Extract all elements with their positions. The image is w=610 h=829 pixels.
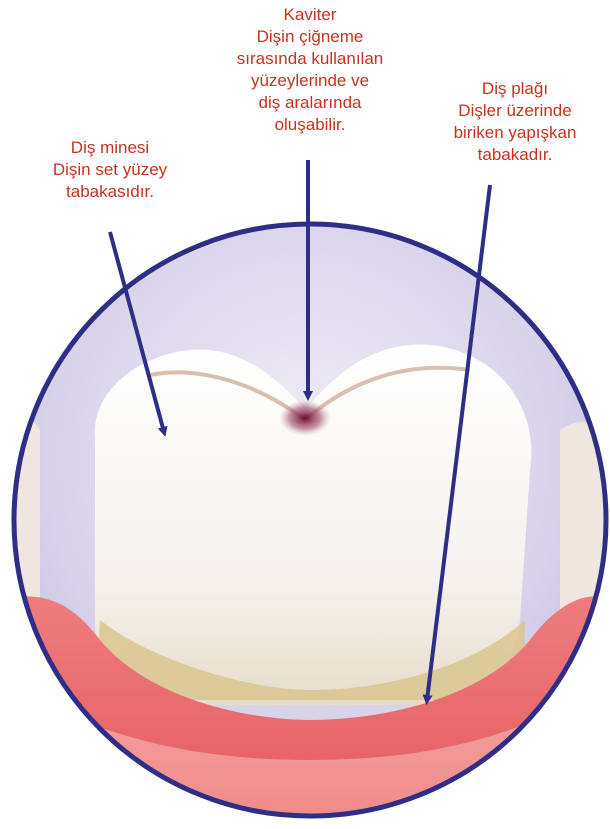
- cavity-spot: [279, 400, 331, 436]
- magnified-view: [0, 200, 610, 829]
